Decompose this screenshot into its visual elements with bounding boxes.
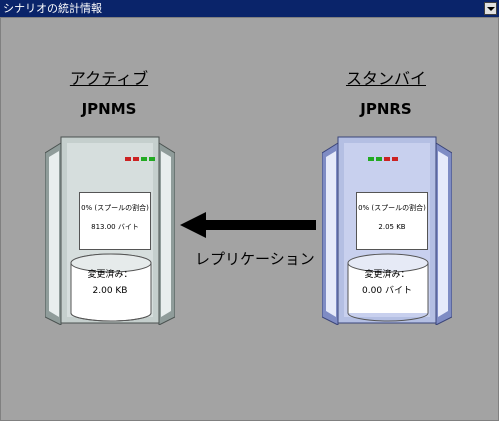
active-disk: 変更済み： 2.00 KB xyxy=(71,267,149,299)
window-title: シナリオの統計情報 xyxy=(3,2,102,15)
active-server-name: JPNMS xyxy=(81,100,137,118)
standby-server-name: JPNRS xyxy=(360,100,412,118)
standby-spool-status: 0% (スプールの割合) 2.05 KB xyxy=(356,192,428,250)
status-light-icon xyxy=(141,157,147,161)
standby-server: 0% (スプールの割合) 2.05 KB 変更済み： 0.00 バイト xyxy=(322,135,452,325)
active-spool-status: 0% (スプールの割合) 813.00 バイト xyxy=(79,192,151,250)
arrow-left-icon xyxy=(180,212,316,238)
active-spool-value: 813.00 バイト xyxy=(91,223,139,231)
status-light-icon xyxy=(133,157,139,161)
standby-spool-percent: 0% (スプールの割合) xyxy=(358,204,426,212)
status-light-icon xyxy=(125,157,131,161)
replication-arrow xyxy=(180,210,320,240)
standby-changed-label: 変更済み： xyxy=(364,270,410,280)
replication-label: レプリケーション xyxy=(195,250,315,268)
standby-role-label: スタンバイ xyxy=(345,69,426,88)
status-light-icon xyxy=(376,157,382,161)
active-changed-value: 2.00 KB xyxy=(92,286,128,296)
server-icon xyxy=(45,136,175,325)
standby-changed-value: 0.00 バイト xyxy=(362,286,412,296)
active-changed-label: 変更済み： xyxy=(87,270,133,280)
standby-spool-value: 2.05 KB xyxy=(378,223,406,231)
status-light-icon xyxy=(392,157,398,161)
active-spool-percent: 0% (スプールの割合) xyxy=(81,204,149,212)
active-server: 0% (スプールの割合) 813.00 バイト 変更済み： 2.00 KB xyxy=(45,135,175,325)
status-light-icon xyxy=(149,157,155,161)
status-light-icon xyxy=(384,157,390,161)
standby-disk: 変更済み： 0.00 バイト xyxy=(348,267,426,299)
active-role-label: アクティブ xyxy=(69,69,149,88)
window-titlebar: シナリオの統計情報 xyxy=(0,0,499,17)
status-light-icon xyxy=(368,157,374,161)
dropdown-arrow-icon[interactable] xyxy=(484,2,497,15)
